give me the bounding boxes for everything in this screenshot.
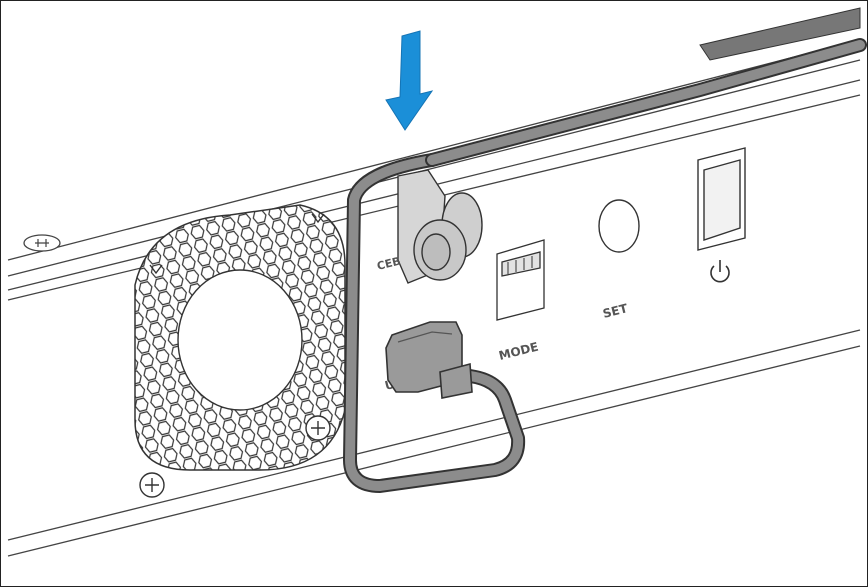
cable [343, 38, 867, 493]
down-arrow-icon [385, 30, 434, 131]
screw-icon [305, 415, 331, 441]
toggle-switch-icon [697, 147, 746, 251]
usb-connector [385, 321, 473, 399]
fan-grille-icon [134, 204, 346, 471]
power-icon [710, 260, 730, 283]
mode-label: MODE [497, 340, 540, 363]
cable-port-label: CEB [376, 254, 402, 272]
dip-switch-icon [496, 239, 545, 321]
chassis-rim [699, 7, 861, 61]
clip-icon [397, 169, 483, 284]
screw-icon [139, 472, 165, 498]
screw-icon [149, 213, 325, 275]
set-label: SET [601, 301, 629, 321]
set-button [598, 199, 640, 253]
side-tab [23, 234, 61, 252]
